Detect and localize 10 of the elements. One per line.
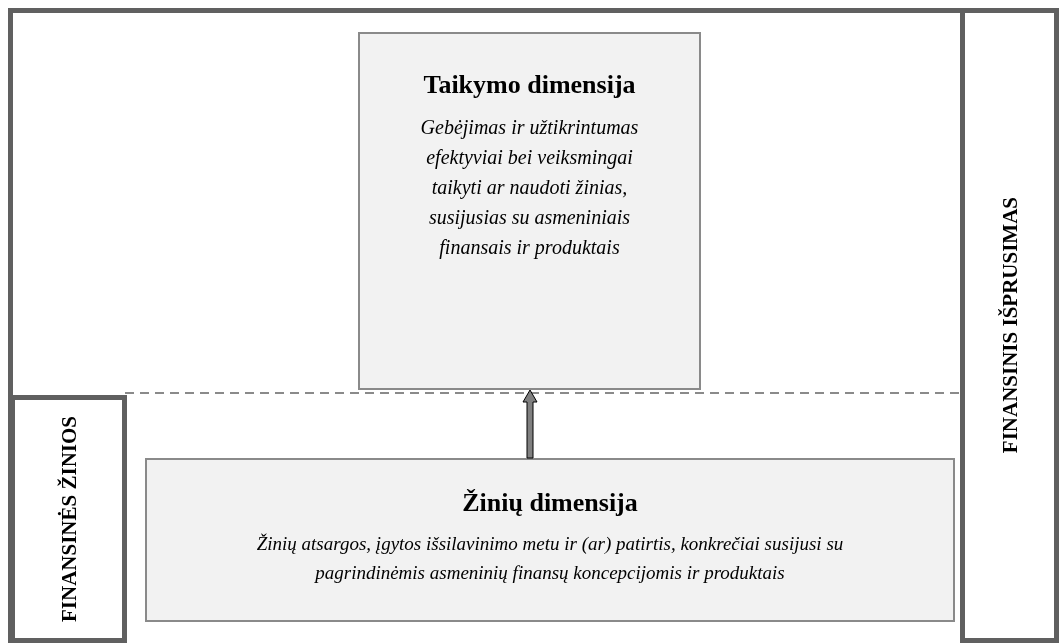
side-band [10, 395, 127, 643]
band-title: FINANSINIS IŠPRUSIMAS [996, 197, 1023, 454]
dimension-box [358, 32, 701, 390]
arrow [522, 389, 538, 459]
dimension-box [145, 458, 955, 622]
box-title: Žinių dimensija [462, 488, 638, 518]
box-title: Taikymo dimensija [423, 70, 636, 100]
box-description: Žinių atsargos, įgytos išsilavinimo metu ir (ar) patirtis, konkrečiai susijusi su pagrindinėmis asmeninių finansų koncepcijomis ir produktais [255, 532, 845, 585]
box-description: Gebėjimas ir užtikrintumas efektyviai bei veiksmingai taikyti ar naudoti žinias, susijusias su asmeniniais finansais ir produktais [419, 115, 640, 261]
band-title: FINANSINĖS ŽINIOS [55, 416, 82, 622]
